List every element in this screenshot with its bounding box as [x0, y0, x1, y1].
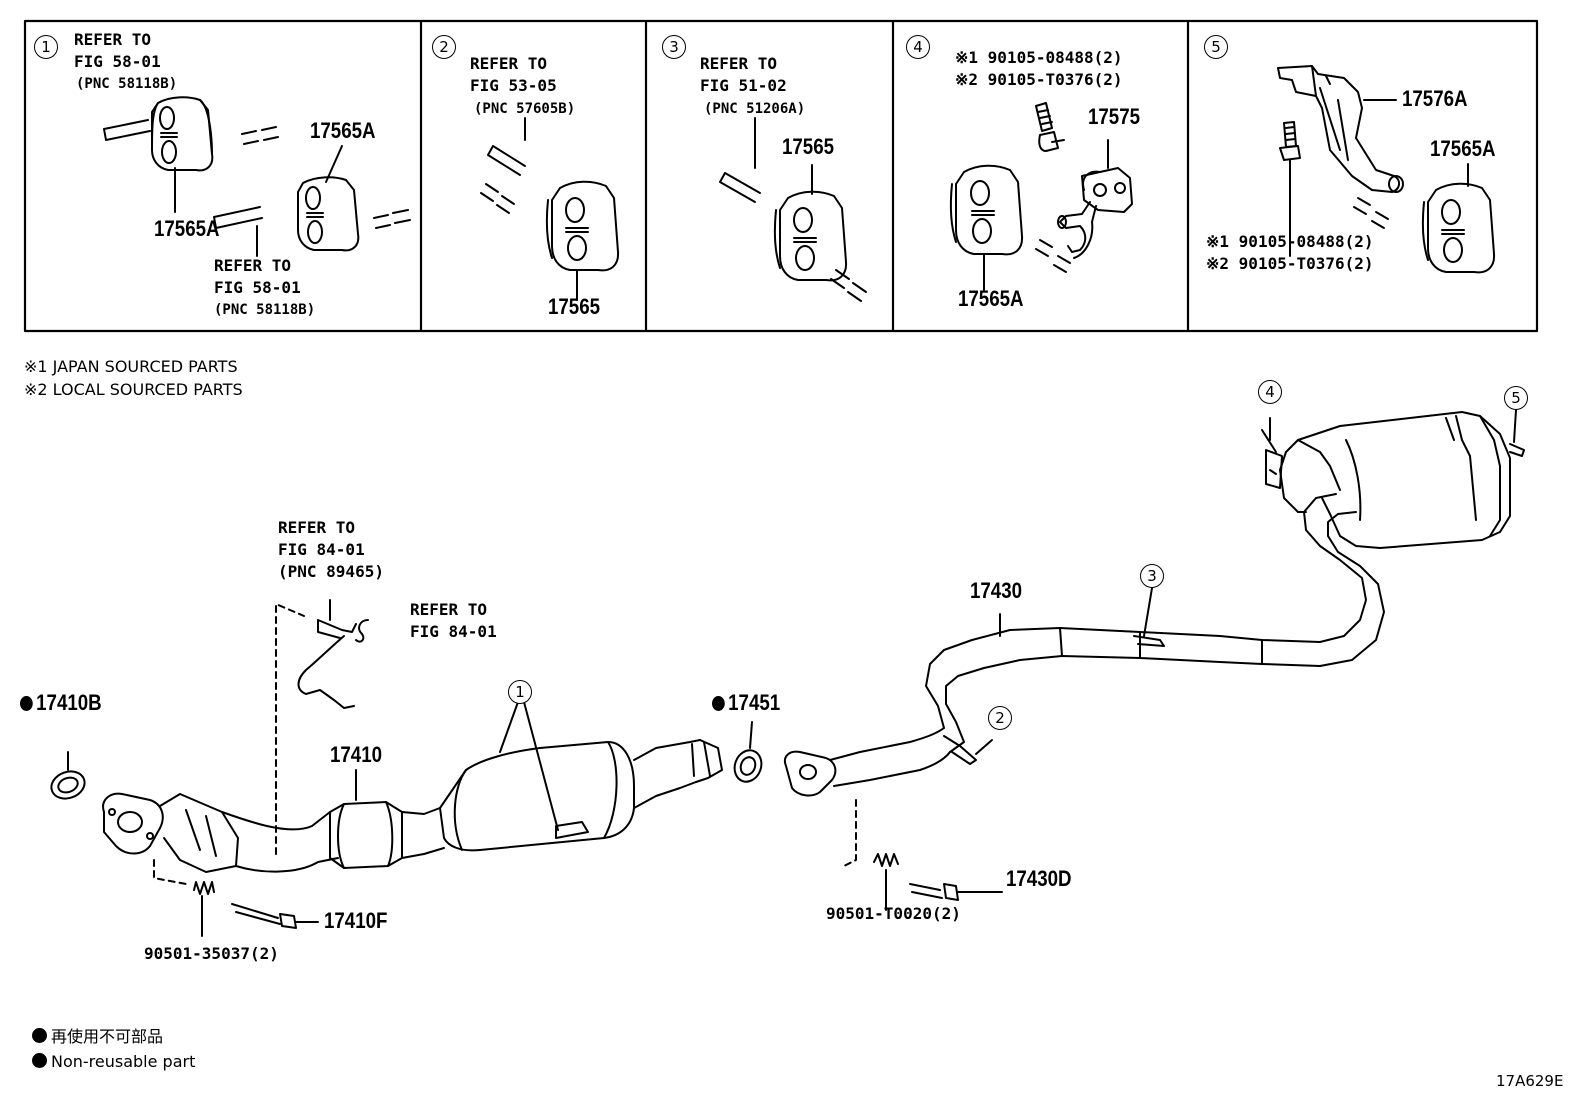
- panel5-note2: ※2 90105-T0376(2): [1206, 254, 1374, 273]
- front-pipe-drawing: [50, 599, 763, 937]
- gasket-front-number: 17410B: [36, 690, 102, 715]
- legend-en: Non-reusable part: [32, 1053, 195, 1070]
- inset-frame: [23, 19, 1539, 333]
- panel1-part-17565a-top: 17565A: [310, 118, 376, 143]
- clip-refer: REFER TO: [410, 600, 488, 619]
- panel4-note2: ※2 90105-T0376(2): [955, 70, 1123, 89]
- callout-3: 3: [1140, 564, 1164, 588]
- legend-jp-text: 再使用不可部品: [51, 1027, 164, 1046]
- non-reusable-dot-icon: [712, 696, 725, 711]
- panel4-note1: ※1 90105-08488(2): [955, 48, 1123, 67]
- panel3-drawing: [719, 117, 867, 302]
- panel1-drawing: [103, 96, 411, 257]
- panel2-badge: 2: [432, 35, 456, 59]
- panel4-drawing: [949, 102, 1133, 291]
- figure-id: 17A629E: [1496, 1072, 1564, 1090]
- panel3-badge: 3: [662, 35, 686, 59]
- panel2-part-17565: 17565: [548, 294, 601, 319]
- panel2-refer: REFER TO: [470, 54, 548, 73]
- panel5-badge: 5: [1204, 35, 1228, 59]
- panel1-fig2: FIG 58-01: [214, 278, 301, 297]
- center-pipe-label: 17430: [970, 578, 1023, 603]
- panel1-part-17565a-bottom: 17565A: [154, 216, 220, 241]
- panel1-pnc2: (PNC 58118B): [214, 302, 316, 318]
- sensor-refer: REFER TO: [278, 518, 356, 537]
- front-spring-label: 90501-35037(2): [144, 944, 279, 963]
- panel2-fig: FIG 53-05: [470, 76, 557, 95]
- panel4-badge: 4: [906, 35, 930, 59]
- sensor-pnc: (PNC 89465): [278, 562, 384, 581]
- panel2-pnc: (PNC 57605B): [474, 101, 576, 117]
- legend-jp: 再使用不可部品: [32, 1028, 163, 1045]
- legend-en-text: Non-reusable part: [51, 1052, 196, 1071]
- callout-4: 4: [1258, 380, 1282, 404]
- gasket-center-number: 17451: [728, 690, 781, 715]
- gasket-front-label: 17410B: [20, 692, 102, 714]
- callout-5: 5: [1504, 386, 1528, 410]
- note-japan-sourced: ※1 JAPAN SOURCED PARTS: [24, 357, 238, 376]
- non-reusable-dot-icon: [20, 696, 33, 711]
- panel4-part-17565a: 17565A: [958, 286, 1024, 311]
- legend-dot-icon: [32, 1028, 47, 1043]
- panel5-part-17576a: 17576A: [1402, 86, 1468, 111]
- panel1-refer2: REFER TO: [214, 256, 292, 275]
- callout-1: 1: [508, 680, 532, 704]
- panel1-pnc: (PNC 58118B): [76, 76, 178, 92]
- panel3-part-17565: 17565: [782, 134, 835, 159]
- panel5-drawing: [1277, 65, 1496, 274]
- front-bolt-label: 17410F: [324, 908, 388, 933]
- callout-2: 2: [988, 706, 1012, 730]
- panel2-drawing: [480, 117, 620, 301]
- panel3-pnc: (PNC 51206A): [704, 101, 806, 117]
- panel5-note1: ※1 90105-08488(2): [1206, 232, 1374, 251]
- sensor-fig: FIG 84-01: [278, 540, 365, 559]
- panel4-part-17575: 17575: [1088, 104, 1141, 129]
- panel3-fig: FIG 51-02: [700, 76, 787, 95]
- gasket-center-label: 17451: [712, 692, 780, 714]
- clip-fig: FIG 84-01: [410, 622, 497, 641]
- panel3-refer: REFER TO: [700, 54, 778, 73]
- center-pipe-drawing: [784, 409, 1525, 911]
- note-local-sourced: ※2 LOCAL SOURCED PARTS: [24, 380, 243, 399]
- panel1-badge: 1: [34, 35, 58, 59]
- legend-dot-icon: [32, 1053, 47, 1068]
- panel1-refer: REFER TO: [74, 30, 152, 49]
- panel1-fig: FIG 58-01: [74, 52, 161, 71]
- front-pipe-label: 17410: [330, 742, 383, 767]
- center-spring-label: 90501-T0020(2): [826, 904, 961, 923]
- center-bolt-label: 17430D: [1006, 866, 1072, 891]
- panel5-part-17565a: 17565A: [1430, 136, 1496, 161]
